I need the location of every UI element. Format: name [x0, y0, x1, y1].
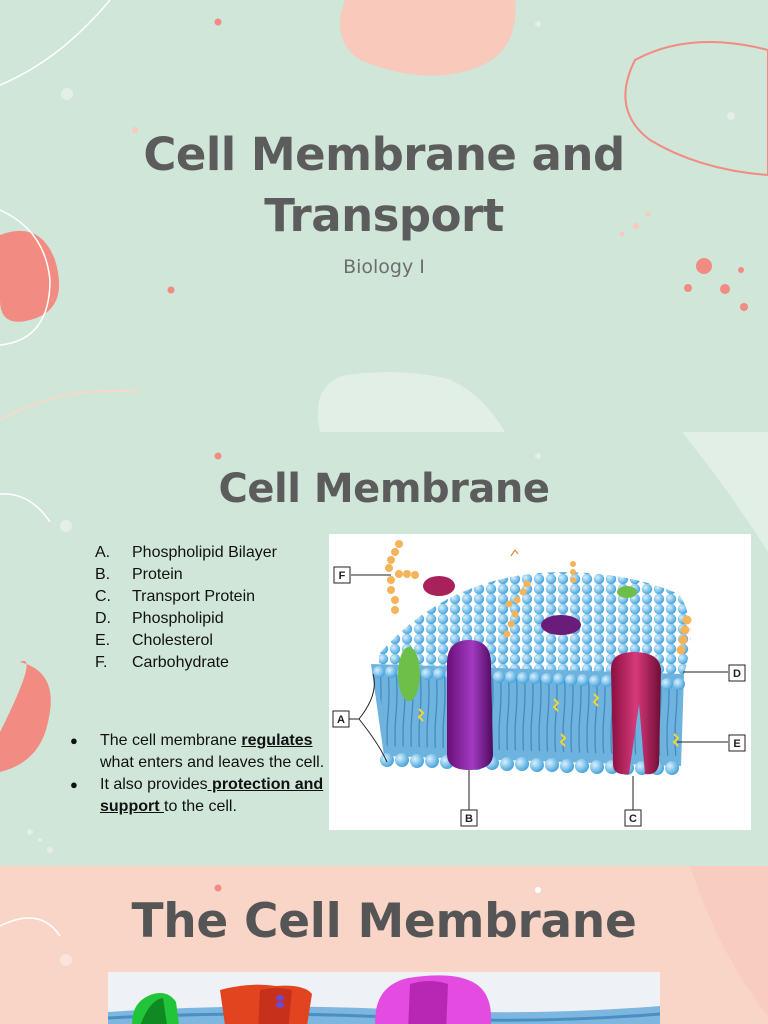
bullet-icon: ●: [70, 777, 78, 792]
slide-title: Cell Membrane and Transport: [0, 124, 768, 246]
label-e: E: [733, 738, 740, 750]
list-item: E.Cholesterol: [95, 632, 213, 649]
label-c: C: [629, 813, 637, 825]
slide-title: The Cell Membrane: [131, 894, 637, 949]
bullet-icon: ●: [70, 733, 78, 748]
decorative-shapes: [0, 432, 768, 853]
title-slide: Cell Membrane and Transport Biology I: [0, 0, 768, 432]
title-line-2: Transport: [264, 189, 504, 242]
list-item: C.Transport Protein: [95, 588, 256, 605]
label-b: B: [465, 813, 473, 825]
slide-title: Cell Membrane: [218, 466, 550, 512]
title-line-1: Cell Membrane and: [143, 128, 625, 181]
emphasis-regulates: regulates: [241, 732, 313, 749]
decorative-shapes: [0, 0, 768, 432]
list-item: ● The cell membrane regulates what enter…: [70, 730, 326, 774]
list-item: ● It also provides protection and suppor…: [70, 774, 326, 818]
list-item: F.Carbohydrate: [95, 654, 229, 671]
legend-list: A.Phospholipid Bilayer B.Protein C.Trans…: [92, 542, 282, 674]
emphasis-protection: protection and support: [100, 776, 324, 815]
label-f: F: [339, 570, 346, 582]
membrane-3d-illustration: [107, 972, 661, 1024]
slide-subtitle: Biology I: [343, 256, 425, 278]
label-a: A: [337, 714, 345, 726]
decorative-shapes: [0, 866, 768, 1016]
cell-membrane-slide: Cell Membrane A.Phospholipid Bilayer B.P…: [0, 432, 768, 866]
label-d: D: [733, 668, 741, 680]
cell-membrane-diagram: F D E A B C: [329, 534, 751, 830]
list-item: D.Phospholipid: [95, 610, 224, 627]
list-item: B.Protein: [95, 566, 183, 583]
membrane-proteins-illustration: [107, 975, 661, 1024]
membrane-illustration: F D E A B C: [332, 540, 746, 827]
bullet-list: ● The cell membrane regulates what enter…: [70, 730, 326, 818]
the-cell-membrane-slide: The Cell Membrane: [0, 866, 768, 1024]
list-item: A.Phospholipid Bilayer: [95, 544, 277, 561]
